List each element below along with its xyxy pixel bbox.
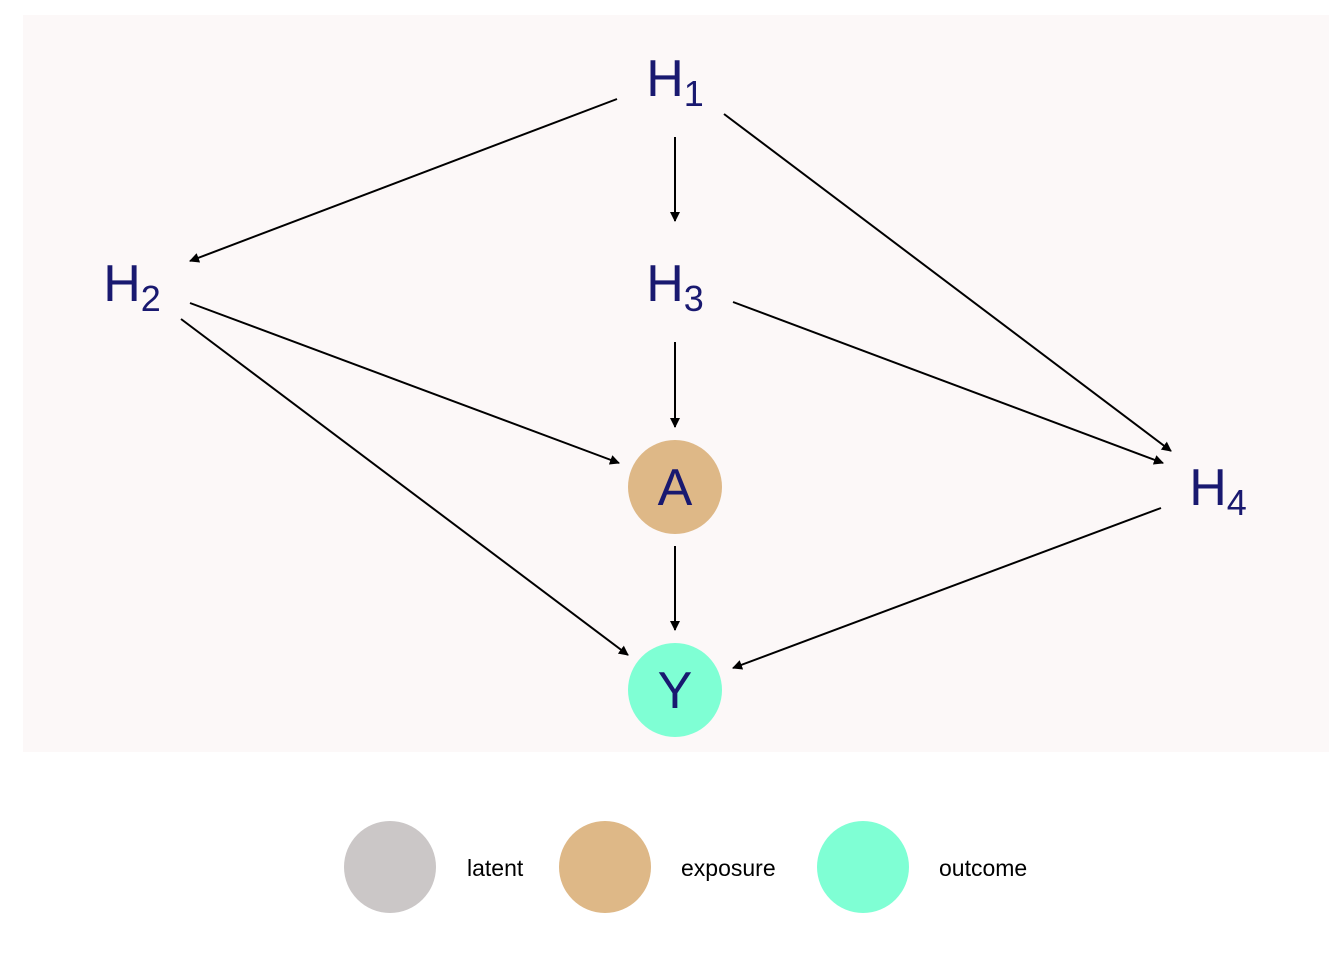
node-h3-label: H3 — [646, 255, 704, 319]
node-label-subscript: 4 — [1227, 482, 1247, 523]
node-h1-label: H1 — [646, 50, 704, 114]
edge-h2-to-y — [180, 318, 629, 656]
node-y: Y — [628, 643, 722, 737]
legend: latent exposure outcome — [344, 821, 1027, 913]
legend-item-latent: latent — [344, 821, 524, 913]
node-label-base: H — [646, 255, 684, 313]
node-label-subscript: 1 — [684, 73, 704, 114]
legend-item-outcome: outcome — [817, 821, 1027, 913]
node-a-circle — [628, 440, 722, 534]
node-label-base: Y — [658, 662, 693, 720]
node-h4-label: H4 — [1189, 459, 1247, 523]
legend-label-latent: latent — [467, 855, 524, 881]
node-label-base: A — [658, 459, 693, 517]
node-h4: H4 — [1189, 459, 1247, 523]
node-a: A — [628, 440, 722, 534]
node-h3: H3 — [646, 255, 704, 319]
legend-label-exposure: exposure — [681, 855, 776, 881]
node-label-subscript: 3 — [684, 278, 704, 319]
legend-label-outcome: outcome — [939, 855, 1027, 881]
node-h2-label: H2 — [103, 255, 161, 319]
edge-h2-to-a — [189, 302, 620, 465]
node-label-subscript: 2 — [141, 278, 161, 319]
edge-h3-to-h4 — [732, 301, 1164, 465]
node-label-base: H — [1189, 459, 1227, 517]
legend-swatch-outcome — [817, 821, 909, 913]
legend-swatch-latent — [344, 821, 436, 913]
node-y-label: Y — [658, 662, 693, 720]
edge-h1-to-h4 — [723, 113, 1172, 452]
node-label-base: H — [103, 255, 141, 313]
legend-item-exposure: exposure — [559, 821, 776, 913]
node-y-circle — [628, 643, 722, 737]
edges — [180, 98, 1172, 670]
node-h1: H1 — [646, 50, 704, 114]
edge-h1-to-h2 — [189, 98, 618, 263]
node-label-base: H — [646, 50, 684, 108]
node-h2: H2 — [103, 255, 161, 319]
legend-swatch-exposure — [559, 821, 651, 913]
node-a-label: A — [658, 459, 693, 517]
edge-h4-to-y — [732, 507, 1162, 670]
